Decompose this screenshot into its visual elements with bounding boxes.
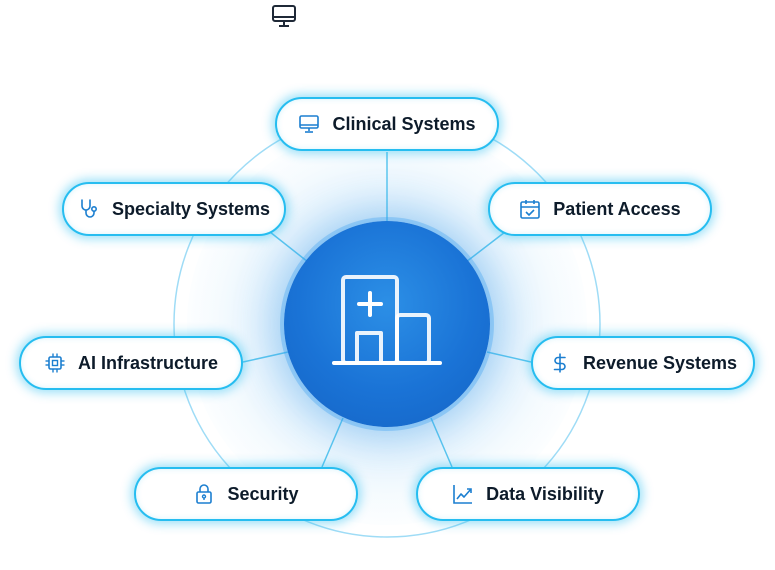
connector-security [321,417,344,468]
lock-icon [196,484,213,504]
node-specialty-systems[interactable]: Specialty Systems [62,182,286,236]
connector-specialty [269,231,309,263]
desktop-monitor-icon [272,5,296,27]
calendar-check-icon [520,200,541,219]
hub-circle [284,221,490,427]
node-label: Patient Access [553,198,681,219]
connector-patient [465,231,506,263]
node-security[interactable]: Security [134,467,358,521]
node-label: Data Visibility [486,483,604,504]
connector-ai [242,351,289,363]
cpu-chip-icon [45,353,65,373]
dollar-sign-icon [553,353,566,373]
node-revenue-systems[interactable]: Revenue Systems [531,336,755,390]
node-label: Security [227,483,299,504]
node-label: Clinical Systems [332,113,476,134]
line-chart-icon [453,485,473,504]
monitor-icon [299,115,320,133]
node-data-visibility[interactable]: Data Visibility [416,467,640,521]
hospital-building-icon [332,275,442,365]
node-clinical-systems[interactable]: Clinical Systems [275,97,499,151]
node-patient-access[interactable]: Patient Access [488,182,712,236]
node-label: AI Infrastructure [77,352,219,373]
node-ai-infrastructure[interactable]: AI Infrastructure [19,336,243,390]
node-label: Revenue Systems [582,352,738,373]
node-label: Specialty Systems [111,198,271,219]
connector-revenue [486,351,532,363]
stethoscope-icon [81,199,97,218]
connector-data [430,417,453,468]
